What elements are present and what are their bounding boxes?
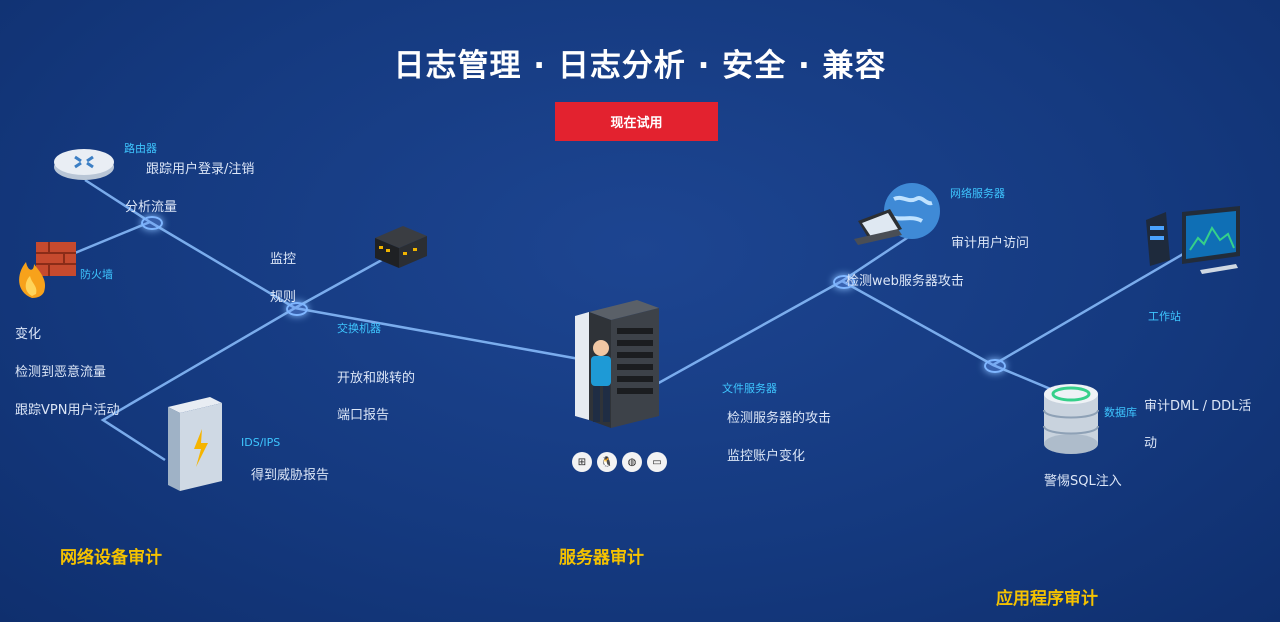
database-label-2: 动 xyxy=(1144,436,1158,451)
file-server-label-2: 监控账户变化 xyxy=(727,449,806,464)
junction-dot xyxy=(833,275,855,289)
router-tag: 路由器 xyxy=(124,142,157,155)
database-tag: 数据库 xyxy=(1104,406,1137,419)
firewall-label-1: 变化 xyxy=(15,327,42,342)
web-server-label-2: 检测web服务器攻击 xyxy=(846,274,964,289)
switch-icon xyxy=(369,220,429,272)
try-now-button[interactable]: 现在试用 xyxy=(555,102,718,141)
junction-dot xyxy=(286,302,308,316)
router-label-2: 分析流量 xyxy=(125,200,178,215)
firewall-label-3: 跟踪VPN用户活动 xyxy=(15,403,120,418)
windows-icon: ⊞ xyxy=(572,452,592,472)
ids-device-icon xyxy=(160,393,226,495)
ids-tag: IDS/IPS xyxy=(241,436,281,449)
database-label-1: 审计DML / DDL活 xyxy=(1144,399,1252,414)
firewall-icon xyxy=(14,236,78,302)
workstation-icon xyxy=(1140,204,1244,288)
application-audit-label: 应用程序审计 xyxy=(996,589,1098,609)
firewall-tag: 防火墙 xyxy=(80,268,113,281)
storage-icon: ▭ xyxy=(647,452,667,472)
junction-dot xyxy=(984,359,1006,373)
switch-tag: 交换机器 xyxy=(337,322,381,335)
rules-label: 规则 xyxy=(270,290,297,305)
unix-icon: ◍ xyxy=(622,452,642,472)
workstation-tag: 工作站 xyxy=(1148,310,1181,323)
router-label-1: 跟踪用户登录/注销 xyxy=(146,162,255,177)
junction-dot xyxy=(141,216,163,230)
file-server-label-1: 检测服务器的攻击 xyxy=(727,411,832,426)
firewall-label-2: 检测到恶意流量 xyxy=(15,365,107,380)
ids-label: 得到威胁报告 xyxy=(251,468,330,483)
server-rack-icon xyxy=(567,298,663,436)
server-audit-label: 服务器审计 xyxy=(559,548,644,568)
web-server-label-1: 审计用户访问 xyxy=(951,236,1030,251)
file-server-tag: 文件服务器 xyxy=(722,382,777,395)
page-title: 日志管理 · 日志分析 · 安全 · 兼容 xyxy=(393,48,887,84)
switch-label-2: 端口报告 xyxy=(337,408,390,423)
router-icon xyxy=(53,145,115,181)
linux-icon: 🐧 xyxy=(597,452,617,472)
database-icon xyxy=(1040,380,1102,456)
web-server-tag: 网络服务器 xyxy=(950,187,1005,200)
web-server-globe-icon xyxy=(852,181,944,247)
switch-label-1: 开放和跳转的 xyxy=(337,371,416,386)
monitor-label: 监控 xyxy=(270,252,297,267)
database-label-3: 警惕SQL注入 xyxy=(1044,474,1122,489)
network-device-audit-label: 网络设备审计 xyxy=(60,548,162,568)
